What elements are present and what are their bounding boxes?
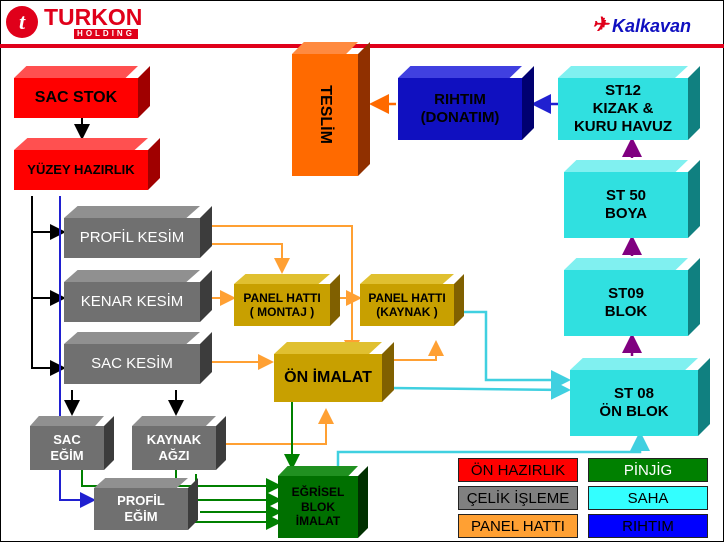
block-teslim-label: TESLİM <box>292 54 358 176</box>
legend-item-on-hazirlik: ÖN HAZIRLIK <box>458 458 578 482</box>
turkon-logo: t TURKON HOLDING <box>6 4 146 40</box>
legend-label: RIHTIM <box>622 517 674 535</box>
block-sac-kesim-label: SAC KESİM <box>64 344 200 384</box>
legend-label: PANEL HATTI <box>471 517 565 535</box>
legend-label: SAHA <box>627 489 669 507</box>
block-panel-kaynak-label: PANEL HATTI (KAYNAK ) <box>360 284 454 326</box>
legend-item-celik-isleme: ÇELİK İŞLEME <box>458 486 578 510</box>
block-sac-stok-label: SAC STOK <box>14 78 138 118</box>
block-rihtim-donatim-label: RIHTIM (DONATIM) <box>398 78 522 140</box>
legend-item-saha: SAHA <box>588 486 708 510</box>
legend-label: PİNJİG <box>623 461 673 479</box>
turkon-logo-sub: HOLDING <box>74 29 138 39</box>
block-profil-kesim-label: PROFİL KESİM <box>64 218 200 258</box>
legend-item-panel-hatti: PANEL HATTI <box>458 514 578 538</box>
legend-item-rihtim: RIHTIM <box>588 514 708 538</box>
block-kenar-kesim-label: KENAR KESİM <box>64 282 200 322</box>
kalkavan-logo: ✈ Kalkavan <box>590 10 718 40</box>
block-st08-label: ST 08 ÖN BLOK <box>570 370 698 436</box>
kalkavan-logo-text: Kalkavan <box>612 16 692 36</box>
block-st09-label: ST09 BLOK <box>564 270 688 336</box>
turkon-logo-icon: t <box>6 6 38 38</box>
legend-item-pinjig: PİNJİG <box>588 458 708 482</box>
block-yuzey-hazirlik-label: YÜZEY HAZIRLIK <box>14 150 148 190</box>
kalkavan-logo-icon: ✈ <box>592 14 609 36</box>
block-panel-montaj-label: PANEL HATTI ( MONTAJ ) <box>234 284 330 326</box>
block-kaynak-agzi-label: KAYNAK AĞZI <box>132 426 216 470</box>
turkon-logo-name: TURKON <box>44 4 143 30</box>
block-st50-label: ST 50 BOYA <box>564 172 688 238</box>
legend-label: ÇELİK İŞLEME <box>466 489 570 507</box>
block-egrisel-blok-label: EĞRİSEL BLOK İMALAT <box>278 476 358 538</box>
block-profil-egim-label: PROFİL EĞİM <box>94 488 188 530</box>
block-on-imalat-label: ÖN İMALAT <box>274 354 382 402</box>
header-divider <box>0 44 724 48</box>
legend-label: ÖN HAZIRLIK <box>470 461 566 479</box>
block-teslim-text: TESLİM <box>316 85 334 145</box>
block-st12-label: ST12 KIZAK & KURU HAVUZ <box>558 78 688 140</box>
block-sac-egim-label: SAC EĞİM <box>30 426 104 470</box>
